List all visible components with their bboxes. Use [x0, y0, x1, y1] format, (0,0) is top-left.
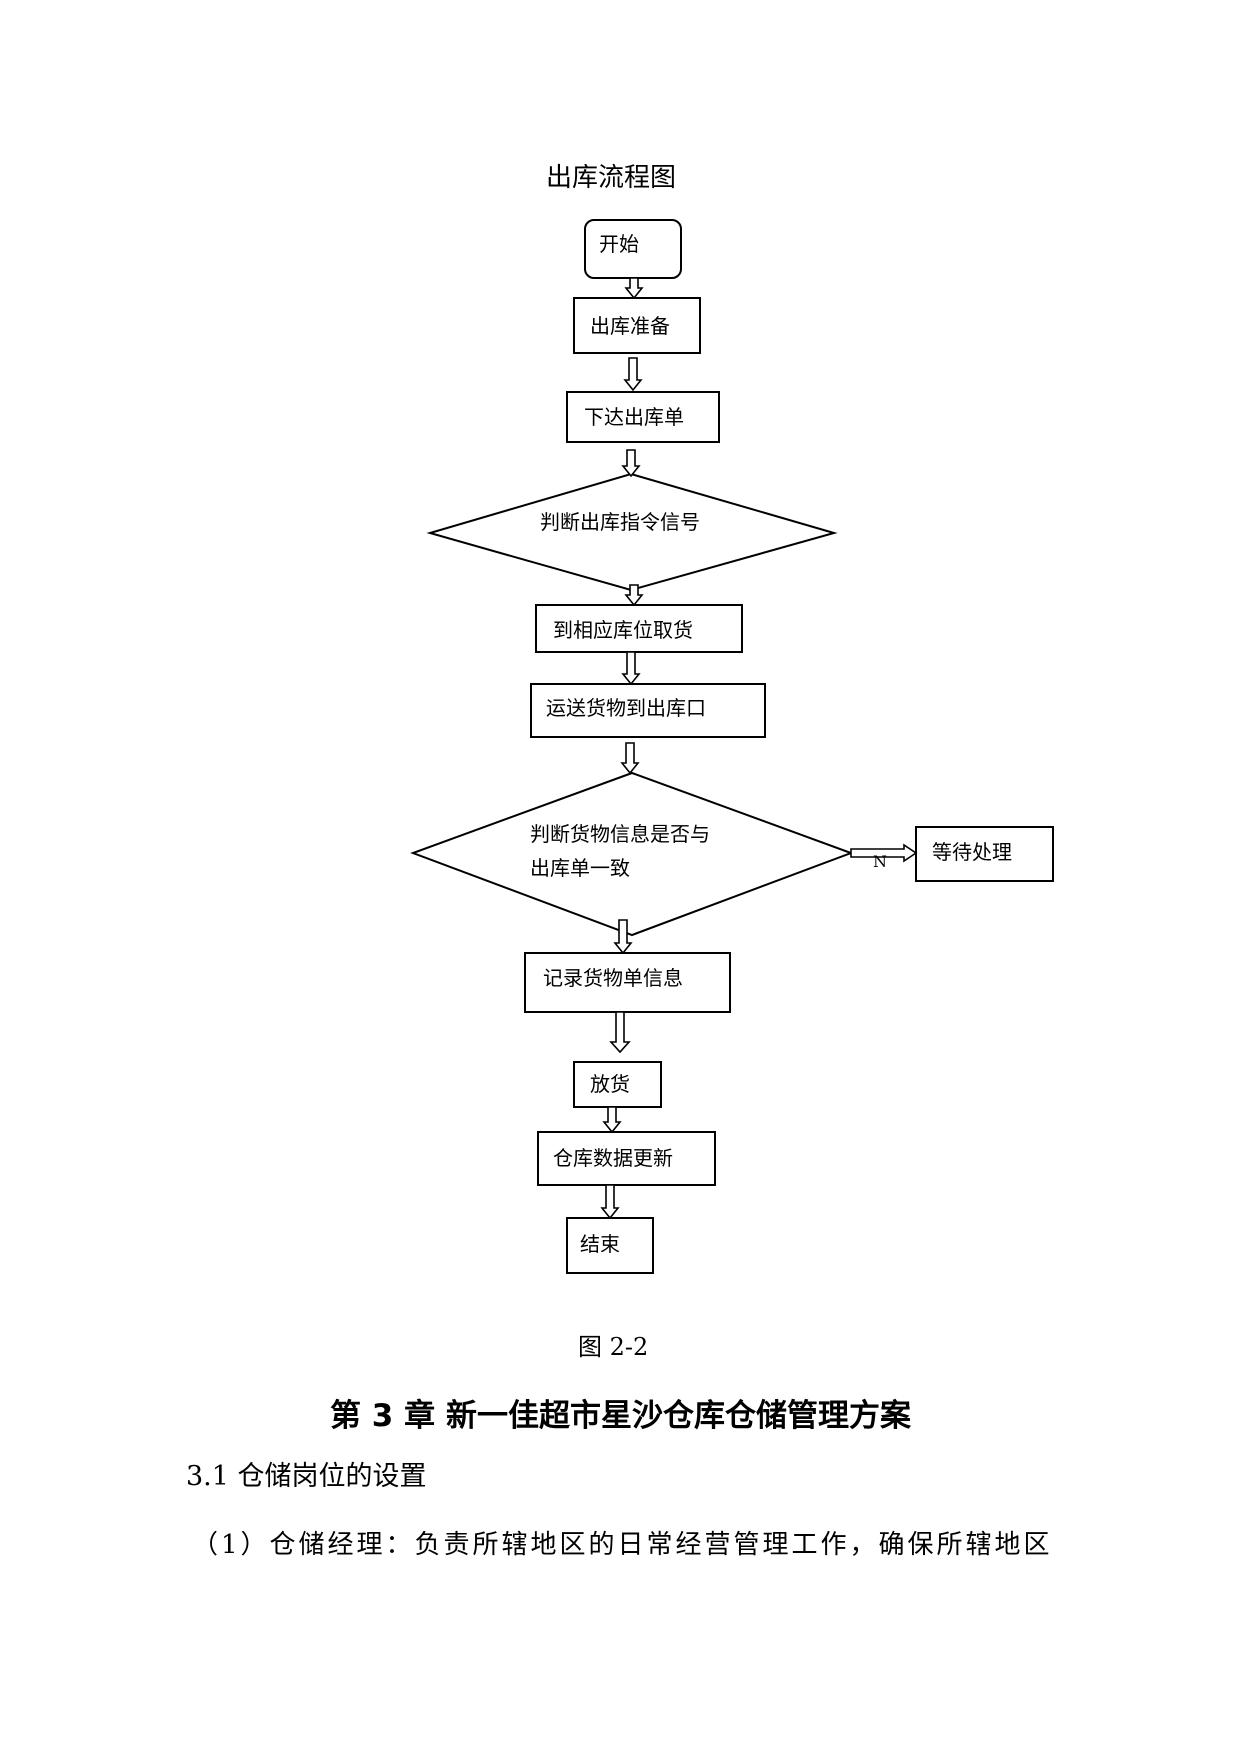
arrow-update-to-end: [600, 1184, 620, 1220]
arrow-fetch-to-transport: [621, 651, 641, 686]
chapter-heading: 第 3 章 新一佳超市星沙仓库仓储管理方案: [330, 1398, 911, 1434]
arrow-record-to-release: [609, 1011, 631, 1054]
judge-signal-decision-label: 判断出库指令信号: [540, 510, 700, 534]
arrow-prepare-to-issue: [623, 357, 643, 392]
transport-node-label: 运送货物到出库口: [546, 696, 706, 720]
prepare-node-label: 出库准备: [590, 314, 670, 338]
wait-node-shape: [915, 826, 1054, 882]
end-node-label: 结束: [580, 1232, 620, 1256]
record-node-shape: [524, 952, 731, 1013]
update-node-label: 仓库数据更新: [553, 1146, 673, 1170]
fetch-goods-node-label: 到相应库位取货: [553, 618, 693, 642]
arrow-start-to-prepare: [624, 277, 644, 300]
flowchart-title: 出库流程图: [546, 163, 677, 193]
figure-caption: 图 2-2: [578, 1333, 649, 1361]
fetch-goods-node-shape: [535, 604, 743, 653]
issue-order-node-label: 下达出库单: [584, 405, 684, 429]
arrow-issue-to-decision1: [621, 449, 641, 478]
arrow-decision2-to-wait: [850, 843, 918, 863]
start-node-label: 开始: [599, 232, 639, 256]
arrow-decision1-to-fetch: [624, 584, 644, 607]
transport-node-shape: [530, 683, 766, 738]
branch-no-label: N: [873, 852, 887, 871]
arrow-release-to-update: [602, 1106, 622, 1134]
prepare-node-shape: [573, 297, 701, 354]
judge-match-decision-shape: [410, 771, 854, 937]
update-node-shape: [537, 1131, 716, 1186]
arrow-decision2-to-record: [613, 919, 633, 955]
arrow-transport-to-decision2: [620, 742, 640, 775]
section-heading: 3.1 仓储岗位的设置: [186, 1461, 427, 1492]
release-node-label: 放货: [590, 1072, 630, 1096]
judge-match-decision-label-line1: 判断货物信息是否与: [530, 822, 710, 846]
judge-match-decision-label-line2: 出库单一致: [530, 856, 630, 880]
record-node-label: 记录货物单信息: [543, 966, 683, 990]
issue-order-node-shape: [566, 391, 720, 443]
body-paragraph: （1）仓储经理：负责所辖地区的日常经营管理工作，确保所辖地区: [192, 1530, 1053, 1560]
wait-node-label: 等待处理: [932, 840, 1012, 864]
release-node-shape: [573, 1061, 662, 1108]
